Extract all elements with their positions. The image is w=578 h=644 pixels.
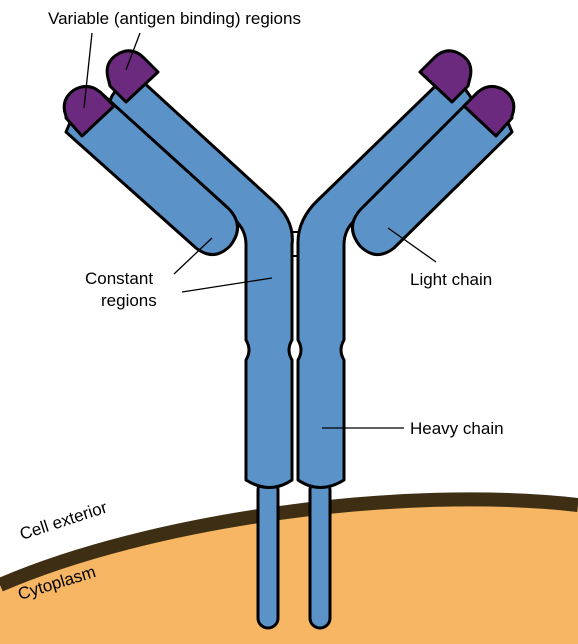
label-heavy-chain: Heavy chain (410, 419, 504, 438)
left-heavy-chain-tail (258, 480, 278, 628)
label-constant-regions-line1: Constant (85, 269, 153, 288)
label-constant-regions-line2: regions (101, 291, 157, 310)
label-light-chain: Light chain (410, 270, 492, 289)
right-heavy-chain-tail (310, 480, 330, 628)
label-cell-exterior: Cell exterior (17, 498, 109, 544)
label-variable-regions: Variable (antigen binding) regions (48, 9, 301, 28)
